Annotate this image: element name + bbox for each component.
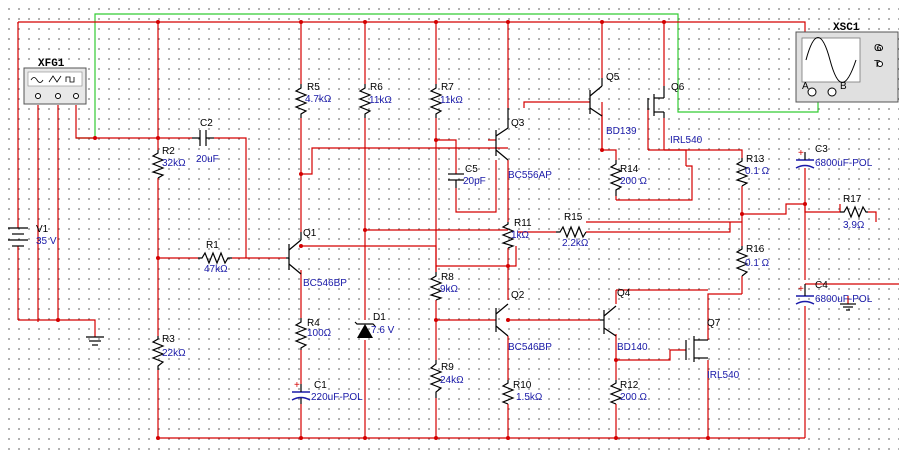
transistor-symbols	[286, 78, 708, 362]
component-value-r16: 0.1 Ω	[745, 258, 770, 269]
component-value-r1: 47kΩ	[204, 264, 228, 275]
polarity-mark: +	[294, 380, 300, 391]
capacitor-symbols	[192, 130, 815, 404]
component-ref-q7: Q7	[707, 318, 721, 329]
component-ref-q2: Q2	[511, 290, 525, 301]
component-ref-r14: R14	[620, 164, 639, 175]
component-ref-r5: R5	[307, 82, 320, 93]
scope-channel-a-label: A	[802, 81, 809, 92]
component-value-r6: 11kΩ	[369, 95, 392, 106]
component-ref-c1: C1	[314, 380, 327, 391]
battery-symbol	[8, 227, 28, 247]
junction-dots	[56, 20, 807, 440]
component-ref-q3: Q3	[511, 118, 525, 129]
component-value-r5: 4.7kΩ	[305, 94, 332, 105]
component-value-c2: 20uF	[196, 154, 219, 165]
component-value-r4: 100Ω	[307, 328, 332, 339]
component-value-r11: 1kΩ	[511, 230, 530, 241]
component-value-q3: BC556AP	[508, 170, 552, 181]
component-value-q6: IRL540	[670, 135, 703, 146]
component-ref-q5: Q5	[606, 72, 620, 83]
component-ref-r8: R8	[441, 272, 454, 283]
component-value-q2: BC546BP	[508, 342, 552, 353]
component-value-c5: 20pF	[463, 176, 486, 187]
component-ref-r1: R1	[206, 240, 219, 251]
component-ref-r16: R16	[746, 244, 765, 255]
function-generator-xfg1[interactable]	[23, 67, 87, 105]
scope-channel-b-label: B	[840, 81, 847, 92]
scope-trig-label: T	[874, 59, 880, 70]
component-value-r13: 0.1 Ω	[745, 166, 770, 177]
component-ref-c4: C4	[815, 280, 828, 291]
component-ref-r11: R11	[514, 218, 532, 229]
ground-symbols	[86, 303, 856, 346]
component-ref-r2: R2	[162, 146, 175, 157]
component-ref-r7: R7	[441, 82, 454, 93]
component-value-r12: 200 Ω	[620, 392, 647, 403]
component-value-r8: 9kΩ	[440, 284, 459, 295]
component-ref-d1: D1	[373, 312, 386, 323]
component-ref-r15: R15	[564, 212, 583, 223]
component-value-r15: 2.2kΩ	[562, 238, 589, 249]
component-ref-v1: V1	[36, 224, 49, 235]
component-ref-c5: C5	[465, 164, 478, 175]
component-value-r9: 24kΩ	[440, 375, 464, 386]
component-value-v1: 35 V	[36, 236, 57, 247]
component-ref-r12: R12	[620, 380, 639, 391]
zener-diode-symbol	[354, 321, 376, 338]
component-ref-q1: Q1	[303, 228, 317, 239]
component-ref-c3: C3	[815, 144, 828, 155]
component-value-q5: BD139	[606, 126, 637, 137]
xsc1-label: XSC1	[833, 22, 860, 34]
component-ref-r4: R4	[307, 318, 320, 329]
component-ref-q4: Q4	[617, 288, 631, 299]
component-value-c1: 220uF-POL	[311, 392, 363, 403]
component-value-r7: 11kΩ	[440, 95, 463, 106]
component-ref-r9: R9	[441, 362, 454, 373]
component-value-q7: IRL540	[707, 370, 740, 381]
scope-ext-label: G	[874, 43, 882, 54]
xfg1-label: XFG1	[38, 58, 65, 70]
component-ref-r17: R17	[843, 194, 862, 205]
component-value-q4: BD140	[617, 342, 648, 353]
component-ref-r13: R13	[746, 154, 765, 165]
polarity-mark: +	[798, 284, 804, 295]
component-value-r17: 3.9Ω	[843, 220, 865, 231]
component-value-r14: 200 Ω	[620, 176, 647, 187]
component-value-r10: 1.5kΩ	[516, 392, 543, 403]
component-value-c4: 6800uF-POL	[815, 294, 873, 305]
component-value-r3: 22kΩ	[162, 348, 186, 359]
component-value-q1: BC546BP	[303, 278, 347, 289]
component-ref-c2: C2	[200, 118, 213, 129]
component-value-c3: 6800uF-POL	[815, 158, 873, 169]
component-value-d1: 7.6 V	[371, 325, 395, 336]
component-ref-r10: R10	[513, 380, 532, 391]
component-ref-r6: R6	[370, 82, 383, 93]
component-ref-q6: Q6	[671, 82, 685, 93]
component-ref-r3: R3	[162, 334, 175, 345]
polarity-mark: +	[798, 148, 804, 159]
wires	[17, 13, 899, 439]
oscilloscope-xsc1[interactable]	[795, 31, 899, 103]
component-value-r2: 32kΩ	[162, 158, 186, 169]
resistor-symbols	[151, 84, 868, 405]
